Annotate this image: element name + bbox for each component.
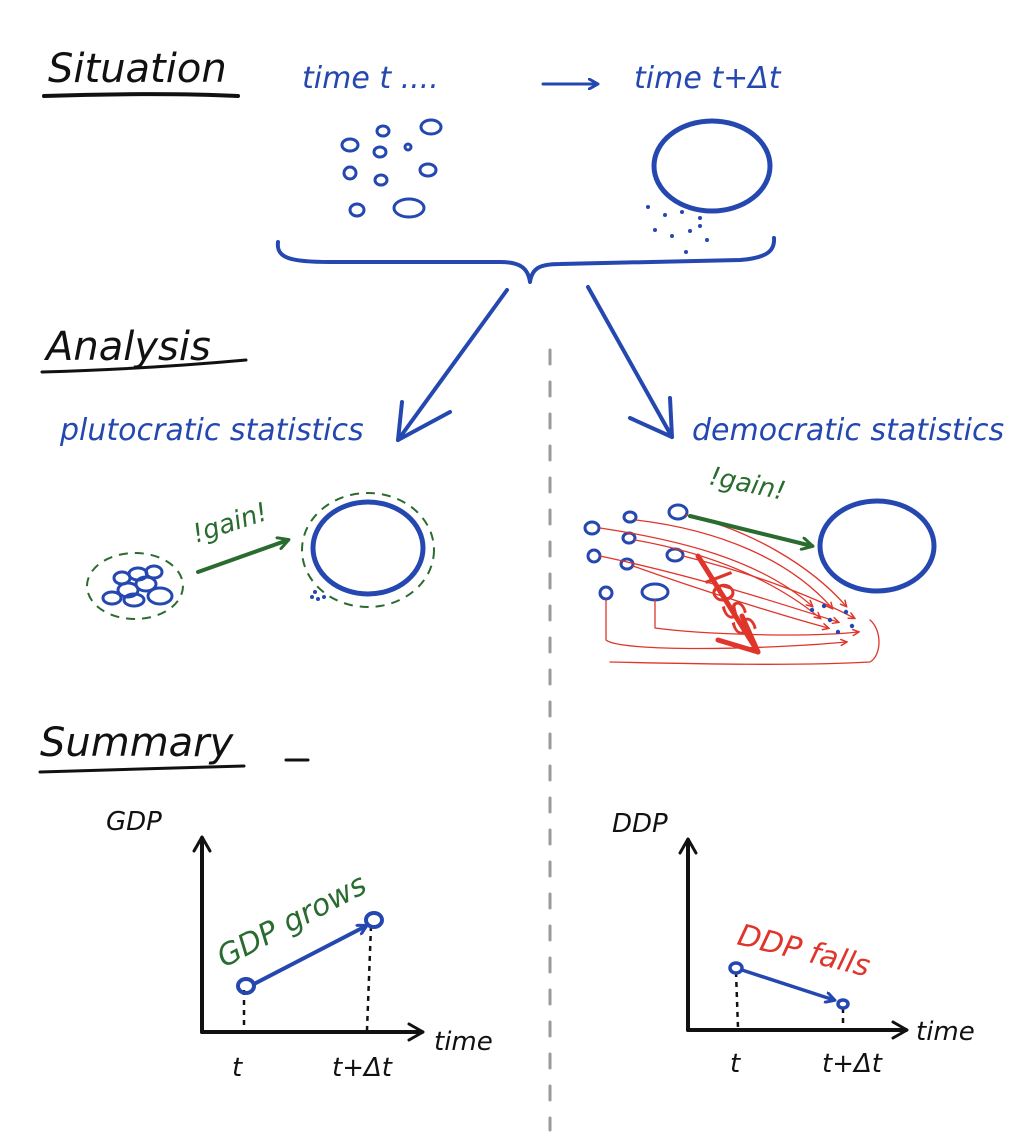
arrow-to-democratic-head — [628, 396, 674, 439]
concentrated-entity — [646, 118, 773, 254]
time-start-label: time t .... — [302, 61, 439, 96]
arrow-to-democratic — [586, 285, 674, 439]
many-small-entities — [340, 118, 443, 219]
gdp-drop-line-end — [365, 925, 373, 1031]
democratic-illustration: loss !gain! — [583, 462, 937, 665]
gdp-tick-end: t+Δt — [332, 1053, 393, 1083]
heading-summary: Summary — [40, 720, 235, 766]
ddp-tick-end: t+Δt — [822, 1049, 883, 1079]
heading-analysis-underline — [40, 358, 248, 374]
time-end-label: time t+Δt — [634, 61, 782, 96]
ddp-tick-start: t — [730, 1049, 741, 1079]
plutocratic-label: plutocratic statistics — [59, 413, 364, 448]
democratic-label: democratic statistics — [692, 413, 1004, 448]
gdp-chart: GDP time t t+Δt GDP grows — [106, 807, 493, 1083]
ddp-axis-label: DDP — [612, 809, 668, 839]
ddp-drop-line-start — [734, 971, 740, 1029]
plutocratic-illustration: !gain! — [86, 492, 435, 620]
arrow-to-plutocratic-head — [396, 400, 452, 442]
ddp-time-label: time — [916, 1017, 975, 1047]
heading-analysis: Analysis — [43, 324, 211, 370]
gdp-annotation: GDP grows — [211, 867, 372, 975]
ddp-chart: DDP time t t+Δt DDP falls — [612, 809, 975, 1079]
curly-brace — [275, 236, 777, 284]
gain-right-label: !gain! — [707, 462, 789, 507]
gdp-point-start — [236, 977, 256, 995]
gdp-growth-arrow — [252, 926, 366, 986]
gdp-tick-start: t — [232, 1053, 243, 1083]
ddp-point-end — [836, 998, 850, 1010]
ddp-fall-arrow — [740, 968, 834, 1000]
gdp-axis-label: GDP — [106, 807, 162, 837]
ddp-point-start — [728, 961, 744, 975]
gdp-point-end — [364, 911, 384, 929]
heading-situation-underline — [42, 92, 240, 98]
gdp-time-label: time — [434, 1027, 493, 1057]
heading-situation: Situation — [48, 46, 227, 92]
arrow-to-plutocratic — [396, 288, 509, 442]
heading-summary-underline — [38, 764, 246, 774]
gain-left-label: !gain! — [189, 497, 271, 549]
